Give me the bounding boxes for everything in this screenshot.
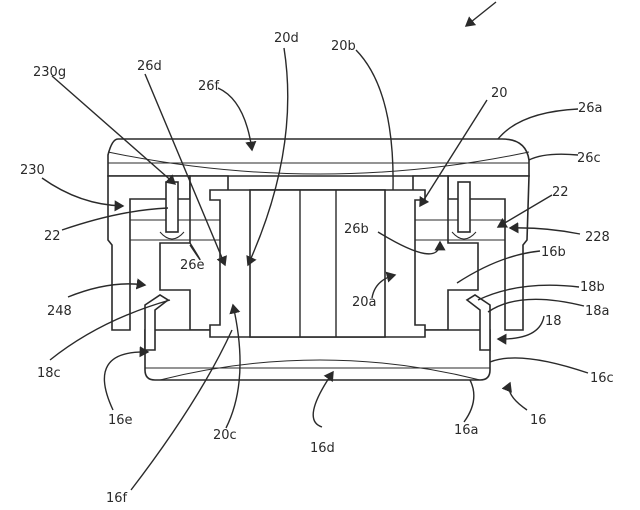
label-26b: 26b — [344, 222, 369, 237]
label-18: 18 — [545, 314, 562, 329]
label-16e: 16e — [108, 413, 133, 428]
label-16d: 16d — [310, 441, 335, 456]
label-22-left: 22 — [44, 229, 61, 244]
label-228: 228 — [585, 230, 610, 245]
label-230: 230 — [20, 163, 45, 178]
view-direction-arrow — [464, 1, 497, 27]
label-230g: 230g — [33, 65, 66, 80]
leader-lines — [41, 47, 589, 491]
label-26c: 26c — [577, 151, 601, 166]
label-16f: 16f — [106, 491, 128, 506]
bushing-20 — [209, 189, 426, 338]
label-26d: 26d — [137, 59, 162, 74]
label-22-right: 22 — [552, 185, 569, 200]
screw-22-right — [451, 181, 477, 240]
label-18b: 18b — [580, 280, 605, 295]
label-16a: 16a — [454, 423, 479, 438]
label-26a: 26a — [578, 101, 603, 116]
label-26f: 26f — [198, 79, 220, 94]
label-16c: 16c — [590, 371, 614, 386]
clip-18-right — [465, 294, 491, 351]
label-248: 248 — [47, 304, 72, 319]
label-26e: 26e — [180, 258, 205, 273]
cap-26 — [107, 138, 530, 177]
label-20c: 20c — [213, 428, 237, 443]
label-20a: 20a — [352, 295, 377, 310]
label-20d: 20d — [274, 31, 299, 46]
base-16 — [144, 329, 491, 381]
label-16b: 16b — [541, 245, 566, 260]
label-16: 16 — [530, 413, 547, 428]
label-20: 20 — [491, 86, 508, 101]
label-20b: 20b — [331, 39, 356, 54]
label-18a: 18a — [585, 304, 610, 319]
label-18c: 18c — [37, 366, 61, 381]
